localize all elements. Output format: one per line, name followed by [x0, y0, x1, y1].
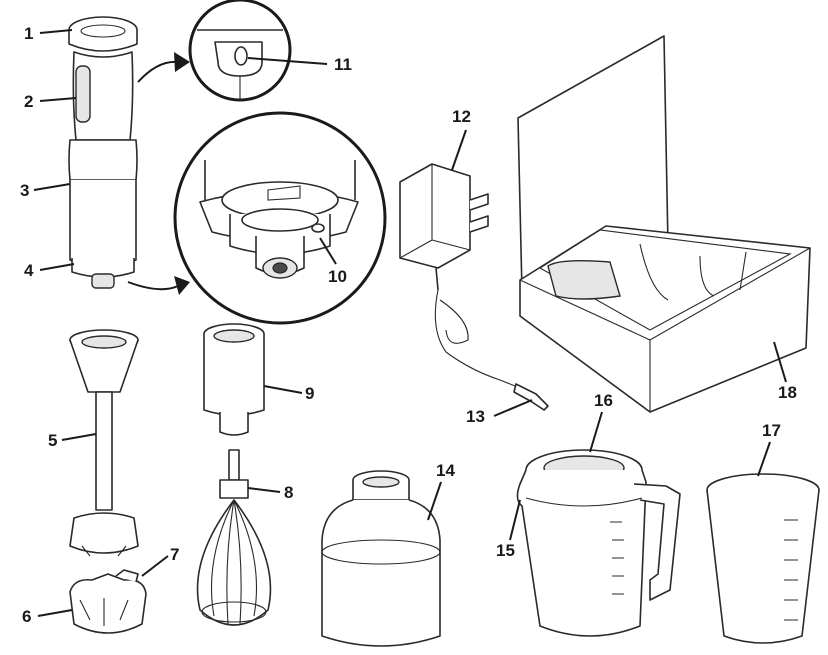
chopper-adapter [204, 324, 264, 435]
blade-guard [70, 570, 146, 633]
callout-3: 3 [20, 181, 29, 200]
detail-power-button-zoom [190, 0, 290, 100]
motor-body [69, 17, 137, 288]
callout-17: 17 [762, 421, 781, 440]
callout-2: 2 [24, 92, 33, 111]
arrowhead-11 [174, 52, 190, 72]
blending-pitcher [517, 450, 680, 636]
arrow-to-detail-11 [138, 62, 178, 82]
arrow-to-detail-10 [128, 282, 178, 289]
measuring-beaker [707, 474, 819, 643]
callout-8: 8 [284, 483, 293, 502]
arrowhead-10 [174, 276, 190, 295]
callout-1: 1 [24, 24, 33, 43]
callout-12: 12 [452, 107, 471, 126]
callout-18: 18 [778, 383, 797, 402]
callout-16: 16 [594, 391, 613, 410]
callout-6: 6 [22, 607, 31, 626]
callout-14: 14 [436, 461, 455, 480]
callout-13: 13 [466, 407, 485, 426]
callout-9: 9 [305, 384, 314, 403]
callout-4: 4 [24, 261, 34, 280]
detail-coupling-zoom [175, 113, 385, 323]
storage-case [518, 36, 810, 412]
chopper-bowl [322, 471, 440, 646]
blending-shaft [70, 330, 138, 556]
callout-7: 7 [170, 545, 179, 564]
callout-10: 10 [328, 267, 347, 286]
callout-11: 11 [334, 55, 352, 74]
callout-15: 15 [496, 541, 515, 560]
callout-5: 5 [48, 431, 57, 450]
whisk [198, 450, 271, 625]
